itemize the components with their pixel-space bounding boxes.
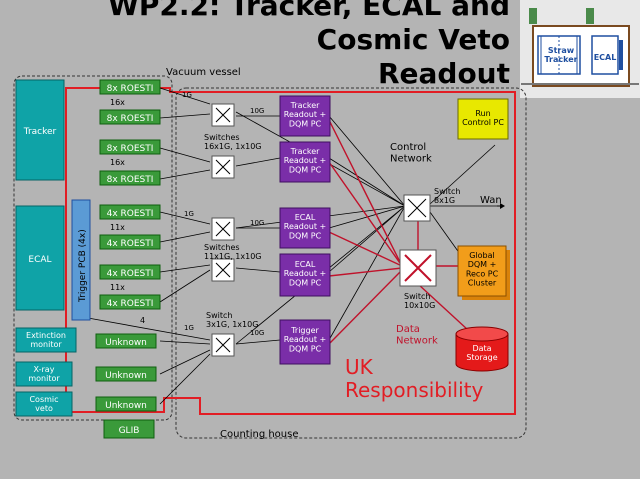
roesti-box: 8x ROESTI bbox=[107, 114, 154, 124]
roesti-box: 4x ROESTI bbox=[107, 269, 154, 279]
detector-ecal: ECAL bbox=[15, 205, 65, 311]
roesti-box: 8x ROESTI bbox=[107, 84, 154, 94]
link-label: 10G bbox=[250, 107, 264, 115]
counting-house-outline bbox=[175, 87, 527, 439]
link-label: 10G bbox=[250, 329, 264, 337]
detector-tracker: Tracker bbox=[15, 79, 65, 181]
vacuum-vessel-outline bbox=[13, 75, 173, 421]
trigger-pcb-label: Trigger PCB (4x) bbox=[78, 229, 88, 303]
wan-arrowhead-icon bbox=[500, 203, 505, 209]
slide-title-line-1: WP2.2: Tracker, ECAL and bbox=[107, 0, 510, 22]
trigger-switch bbox=[211, 333, 235, 357]
glib-box: GLIB bbox=[103, 419, 155, 439]
tracker-switch-2 bbox=[211, 155, 235, 179]
link-label: 1G bbox=[184, 210, 194, 218]
counting-house-label: Counting house bbox=[220, 429, 299, 440]
roesti-multiplicity: 11x bbox=[110, 283, 125, 292]
roesti-box: 4x ROESTI bbox=[107, 239, 154, 249]
wan-label: Wan bbox=[480, 195, 502, 206]
vacuum-vessel-label: Vacuum vessel bbox=[166, 67, 241, 78]
data-switch bbox=[399, 249, 437, 287]
unknown-readout-group: Unknown Unknown Unknown bbox=[95, 333, 157, 412]
link-label: 1G bbox=[182, 91, 192, 99]
slide-title-line-2: Cosmic Veto bbox=[316, 23, 510, 56]
ecal-switch-1 bbox=[211, 217, 235, 241]
control-switch bbox=[403, 194, 431, 222]
roesti-multiplicity: 16x bbox=[110, 98, 125, 107]
unknown-box: Unknown bbox=[105, 338, 147, 348]
roesti-multiplicity: 16x bbox=[110, 158, 125, 167]
ecal-inset-label: ECAL bbox=[594, 53, 617, 62]
glib-label: GLIB bbox=[119, 426, 140, 436]
link-label: 10G bbox=[250, 219, 264, 227]
slide-title-line-3: Readout bbox=[377, 57, 510, 90]
tracker-label: Tracker bbox=[23, 127, 57, 137]
uk-responsibility-outline bbox=[65, 87, 516, 415]
ecal-switch-2 bbox=[211, 258, 235, 282]
link-label: 4 bbox=[140, 316, 145, 325]
tracker-switch-1 bbox=[211, 103, 235, 127]
link-label: 1G bbox=[184, 324, 194, 332]
roesti-box: 4x ROESTI bbox=[107, 209, 154, 219]
roesti-box: 4x ROESTI bbox=[107, 299, 154, 309]
roesti-box: 8x ROESTI bbox=[107, 144, 154, 154]
trigger-pcb: Trigger PCB (4x) bbox=[71, 199, 91, 321]
roesti-group: 8x ROESTI 8x ROESTI 8x ROESTI 8x ROESTI … bbox=[99, 79, 161, 310]
ecal-label: ECAL bbox=[28, 255, 51, 265]
unknown-box: Unknown bbox=[105, 401, 147, 411]
unknown-box: Unknown bbox=[105, 371, 147, 381]
roesti-multiplicity: 11x bbox=[110, 223, 125, 232]
connections bbox=[87, 87, 503, 405]
roesti-box: 8x ROESTI bbox=[107, 175, 154, 185]
